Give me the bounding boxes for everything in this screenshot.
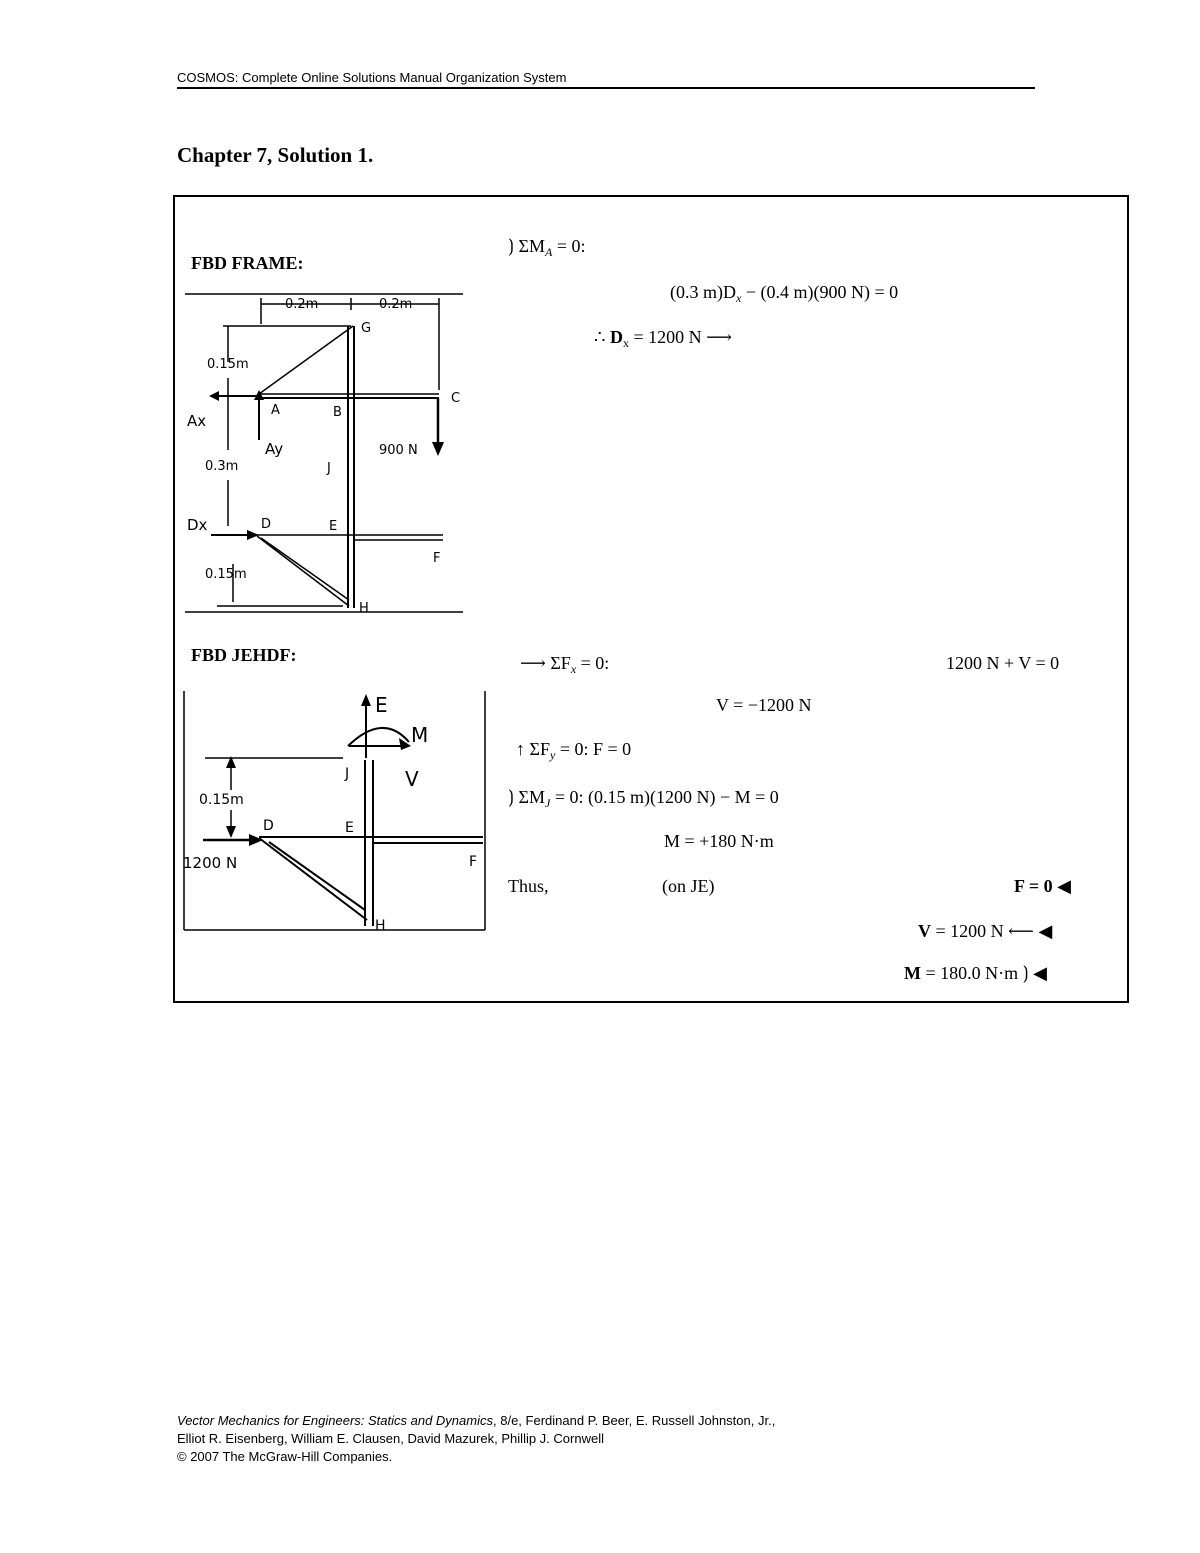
label-e: E	[345, 820, 354, 836]
result-m: M = 180.0 N·m ⟯ ◀	[904, 963, 1047, 983]
solution-box	[173, 195, 1129, 1003]
answer-marker-icon: ◀	[1033, 963, 1047, 983]
dim-03: 0.3m	[205, 459, 238, 474]
fbd-jehdf-label: FBD JEHDF:	[191, 645, 297, 665]
footer-line-1: Vector Mechanics for Engineers: Statics …	[177, 1413, 776, 1428]
eq-m: M = +180 N·m	[664, 831, 774, 851]
point-a: A	[271, 403, 280, 418]
label-1200n: 1200 N	[183, 854, 237, 872]
eq-sum-mj: ⟯ ΣMJ = 0: (0.15 m)(1200 N) − M = 0	[508, 787, 779, 810]
moment-cw-icon: ⟯	[508, 236, 514, 256]
arrow-right-icon: ⟶	[706, 327, 732, 347]
eq-sum-ma: ⟯ ΣMA = 0:	[508, 236, 586, 259]
answer-marker-icon: ◀	[1038, 921, 1053, 941]
point-c: C	[451, 391, 460, 406]
fbd-frame-figure: 0.2m 0.2m 0.15m 0.3m 0.15m G A B C J D E…	[185, 293, 463, 616]
dim-015-bottom: 0.15m	[205, 567, 247, 582]
label-v: V	[405, 767, 419, 791]
moment-cw-icon: ⟯	[1022, 963, 1029, 983]
dim-top-left: 0.2m	[285, 297, 318, 312]
label-dx: Dx	[187, 516, 208, 534]
dim-top-right: 0.2m	[379, 297, 412, 312]
label-h: H	[375, 918, 386, 934]
result-v: V = 1200 N ⟵ ◀	[918, 921, 1053, 941]
label-ax: Ax	[187, 412, 206, 430]
result-f: F = 0 ◀	[1014, 876, 1071, 896]
footer: Vector Mechanics for Engineers: Statics …	[177, 1412, 775, 1466]
eq-dx-result: ∴ Dx = 1200 N ⟶	[594, 327, 732, 350]
point-g: G	[361, 321, 371, 336]
footer-line-3: © 2007 The McGraw-Hill Companies.	[177, 1449, 393, 1464]
label-f: F	[469, 854, 477, 870]
footer-line-2: Elliot R. Eisenberg, William E. Clausen,…	[177, 1431, 604, 1446]
on-je-label: (on JE)	[662, 876, 715, 896]
dim-015-top: 0.15m	[207, 357, 249, 372]
label-m: M	[411, 723, 428, 747]
label-900n: 900 N	[379, 443, 418, 458]
arrow-right-icon: ⟶	[520, 653, 546, 673]
moment-cw-icon: ⟯	[508, 787, 514, 807]
answer-marker-icon: ◀	[1057, 876, 1071, 896]
label-j: J	[344, 766, 349, 782]
point-f: F	[433, 551, 440, 566]
fbd-frame-label: FBD FRAME:	[191, 253, 304, 273]
chapter-title: Chapter 7, Solution 1.	[177, 143, 374, 167]
eq-v: V = −1200 N	[716, 695, 812, 715]
page-header: COSMOS: Complete Online Solutions Manual…	[177, 70, 1035, 89]
fbd-jehdf-figure: E M V J 0.15m D E F H 1200 N	[183, 691, 486, 934]
arrow-left-icon: ⟵	[1008, 921, 1034, 941]
point-j: J	[326, 461, 331, 476]
dim-015: 0.15m	[199, 792, 244, 808]
eq-moment-a: (0.3 m)Dx − (0.4 m)(900 N) = 0	[670, 282, 899, 305]
label-d: D	[263, 818, 274, 834]
eq-sum-fx: ⟶ ΣFx = 0:	[520, 653, 610, 676]
point-h: H	[359, 601, 369, 616]
thus-label: Thus,	[508, 876, 549, 896]
point-b: B	[333, 405, 342, 420]
eq-sum-fx-right: 1200 N + V = 0	[946, 653, 1060, 673]
point-e: E	[329, 519, 337, 534]
point-d: D	[261, 517, 271, 532]
eq-sum-fy: ↑ ΣFy = 0: F = 0	[516, 739, 632, 762]
label-e-force: E	[375, 693, 388, 717]
label-ay: Ay	[265, 440, 283, 458]
arrow-up-icon: ↑	[516, 739, 525, 759]
